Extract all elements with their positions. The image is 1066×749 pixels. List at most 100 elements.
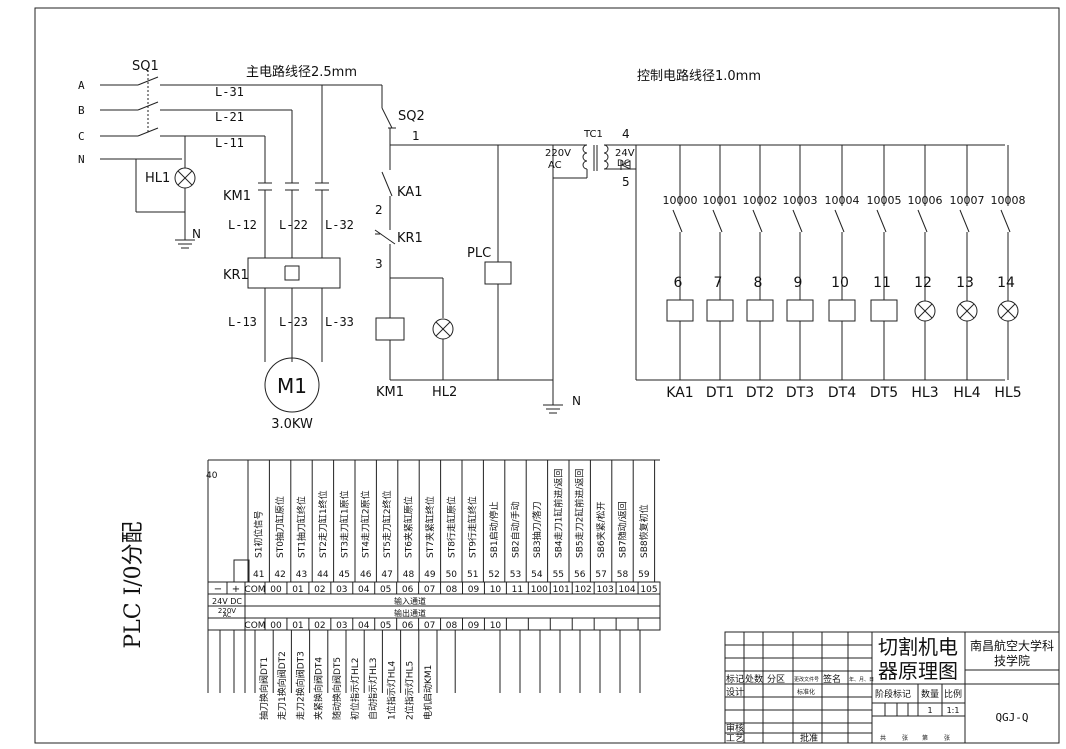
- io-output-address: 00: [270, 621, 282, 631]
- output-device-label: DT5: [870, 385, 898, 401]
- output-device-label: KA1: [666, 385, 693, 401]
- control-circuit: [374, 107, 1005, 414]
- tb-craft: 工艺: [726, 733, 744, 744]
- motor-icon: [264, 357, 320, 413]
- tb-scale-value: 1:1: [947, 706, 960, 715]
- wire-l32-label: L-32: [325, 218, 354, 232]
- ac-label: AC: [548, 160, 562, 171]
- kr1-thermal-relay: [247, 257, 341, 289]
- output-number-label: 14: [997, 275, 1015, 291]
- io-input-number: 53: [510, 570, 521, 580]
- lamp-cross: [959, 303, 975, 319]
- io-table-cells: S1初位信号41ST0抽刀缸原位42ST1抽刀缸终位43ST2走刀缸1终位44S…: [219, 460, 658, 720]
- control-circuit-labels: SQ2 1 KA1 2 KR1 3 PLC KM1 HL2 N TC1 220V…: [375, 68, 761, 408]
- io-com-input: COM: [244, 585, 265, 595]
- phase-c-label: C: [78, 130, 85, 143]
- wire-l13-label: L-13: [228, 315, 257, 329]
- node-4-label: 4: [622, 127, 630, 141]
- output-device-label: DT1: [706, 385, 734, 401]
- output-device-label: HL5: [994, 385, 1021, 401]
- v220-label: 220V: [545, 148, 571, 159]
- io-input-description: SB4走刀1缸前进/返回: [552, 469, 564, 558]
- wire-l12-label: L-12: [228, 218, 257, 232]
- tb-count: 处数: [745, 673, 763, 685]
- node-2-label: 2: [375, 203, 383, 217]
- output-number-label: 13: [956, 275, 974, 291]
- ka1-contact-label: KA1: [397, 185, 422, 200]
- title-block: [724, 631, 1060, 744]
- wire-l21-label: L-21: [215, 110, 244, 124]
- io-output-description: 随动换向阀DT5: [331, 657, 343, 720]
- io-input-address: 105: [640, 585, 657, 595]
- node-1-label: 1: [412, 129, 420, 143]
- output-address-label: 10007: [950, 194, 985, 207]
- io-output-address: 10: [490, 621, 502, 631]
- school-line2: 技学院: [994, 653, 1030, 668]
- kr1-contact-label: KR1: [397, 231, 423, 246]
- tb-review: 审核: [726, 722, 744, 734]
- output-address-label: 10001: [703, 194, 738, 207]
- output-contact-blade: [959, 209, 970, 233]
- io-input-description: ST8行走缸原位: [445, 496, 457, 558]
- output-device-label: HL3: [911, 385, 938, 401]
- io-input-address: 05: [380, 585, 391, 595]
- wire-l31-label: L-31: [215, 85, 244, 99]
- output-number-label: 6: [674, 275, 683, 291]
- io-input-description: ST9行走缸终位: [467, 496, 479, 558]
- io-input-number: 56: [574, 570, 586, 580]
- io-input-number: 50: [446, 570, 458, 580]
- ground-center-label: N: [572, 394, 581, 408]
- title-block-frame: [724, 631, 1060, 744]
- io-input-number: 46: [360, 570, 372, 580]
- io-output-address: 03: [336, 621, 347, 631]
- io-input-number: 59: [638, 570, 650, 580]
- io-input-description: SB3抽刀/落刀: [531, 501, 543, 558]
- lamp-cross: [1000, 303, 1016, 319]
- output-device-label: DT4: [828, 385, 856, 401]
- output-address-label: 10000: [663, 194, 698, 207]
- tc1-secondary-coil: [603, 144, 609, 170]
- io-output-channel: 输出通道: [394, 608, 426, 618]
- io-input-address: 02: [314, 585, 325, 595]
- drawing-title-line1: 切割机电: [878, 635, 958, 659]
- wire-l33-label: L-33: [325, 315, 354, 329]
- io-output-description: 抽刀换向阀DT1: [258, 657, 270, 720]
- drawing-border: [34, 7, 1060, 744]
- tb-zone: 分区: [767, 674, 785, 685]
- io-com-output: COM: [244, 621, 265, 631]
- output-address-label: 10004: [825, 194, 860, 207]
- io-input-number: 54: [531, 570, 543, 580]
- control-wire-size-label: 控制电路线径1.0mm: [637, 68, 761, 84]
- ka1-blade: [381, 171, 393, 197]
- dc-label: DC: [617, 159, 630, 169]
- tb-approve: 批准: [800, 732, 818, 744]
- ground-left-label: N: [192, 227, 201, 241]
- tb-sign: 签名: [823, 673, 841, 685]
- io-input-number: 41: [253, 570, 264, 580]
- io-input-number: 45: [339, 570, 350, 580]
- io-input-address: 11: [512, 585, 523, 595]
- io-input-number: 51: [467, 570, 478, 580]
- drawing-title-line2: 器原理图: [878, 659, 958, 683]
- tb-sheets-1: 张: [902, 734, 908, 742]
- io-input-description: SB2自动/手动: [510, 501, 522, 558]
- io-output-address: 01: [292, 621, 303, 631]
- output-contact-blade: [834, 209, 845, 233]
- io-input-address: 06: [402, 585, 414, 595]
- io-input-number: 48: [403, 570, 415, 580]
- sq2-blade: [381, 107, 393, 129]
- io-output-description: 走刀2换向阀DT3: [294, 651, 306, 720]
- io-input-number: 43: [296, 570, 307, 580]
- io-output-description: 自动指示灯HL3: [367, 657, 379, 720]
- output-contact-blade: [792, 209, 803, 233]
- io-input-description: ST4走刀缸2原位: [360, 490, 372, 558]
- io-input-address: 104: [618, 585, 635, 595]
- io-input-description: ST7夹紧缸终位: [424, 496, 436, 558]
- tb-change-doc: 更改文件号: [794, 676, 819, 683]
- io-input-number: 44: [317, 570, 329, 580]
- io-input-description: SB1启动/停止: [488, 501, 500, 558]
- io-input-address: 01: [292, 585, 303, 595]
- io-table-frame: [207, 459, 661, 693]
- io-minus: −: [214, 584, 222, 595]
